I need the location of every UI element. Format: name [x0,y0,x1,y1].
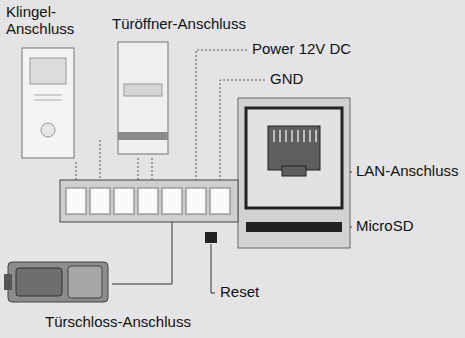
part-label: LAN-Anschluss [356,163,459,180]
part-label: Reset [220,284,259,301]
part-label: Türöffner-Anschluss [112,16,246,33]
connector-board [60,98,350,248]
leader-lines [76,50,265,186]
reset-button [205,232,217,243]
part-label: Klingel- Anschluss [6,4,91,37]
rj45-socket [268,126,320,176]
part-label: Türschloss-Anschluss [45,314,191,331]
leader-line [112,216,172,284]
leader-line [100,140,101,186]
doorbell-illustration [22,48,74,158]
terminal-block [60,180,238,222]
door-lock-illustration [4,262,108,302]
leader-line [211,244,215,293]
part-label: GND [270,71,303,88]
part-label: MicroSD [356,218,414,235]
door-opener-illustration [118,42,168,154]
microsd-slot [246,222,342,232]
terminal-openings [66,188,230,214]
part-label: Power 12V DC [252,41,351,58]
